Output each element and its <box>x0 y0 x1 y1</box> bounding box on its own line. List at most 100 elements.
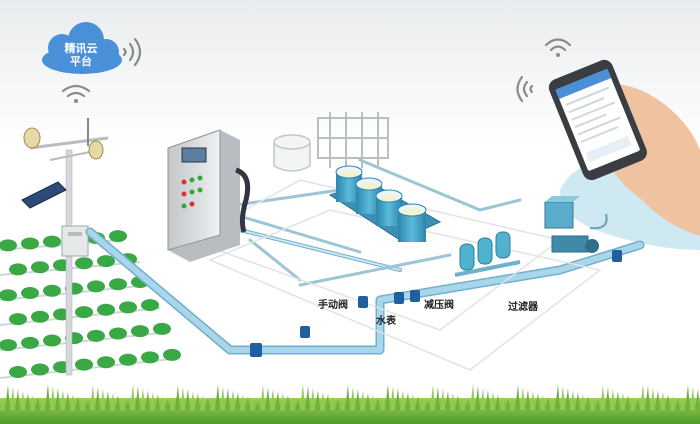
cloud-platform-label: 精讯云 平台 <box>42 42 120 68</box>
grass-blade <box>670 396 675 410</box>
grass-blade <box>50 386 55 410</box>
grass-blade <box>545 397 550 410</box>
grass-blade <box>540 395 545 410</box>
pressure-reducing-valve-label: 减压阀 <box>424 300 454 311</box>
grass-blade <box>380 399 385 410</box>
plant-icon <box>31 363 49 376</box>
grass-blade <box>660 392 665 410</box>
grass-blade <box>165 398 170 410</box>
plant-icon <box>21 336 39 349</box>
grass-blade <box>385 384 390 410</box>
grass-blade <box>40 399 45 410</box>
grass-blade <box>5 385 10 410</box>
grass-blade <box>250 398 255 410</box>
grass-blade <box>450 393 455 410</box>
cloud-platform-icon <box>42 22 122 74</box>
grass-blade <box>30 395 35 410</box>
plant-icon <box>43 334 61 347</box>
grass-blade <box>600 385 605 410</box>
plant-icon <box>153 322 171 335</box>
grass-blade <box>455 395 460 410</box>
grass-blade <box>75 396 80 410</box>
grass-blade <box>115 395 120 410</box>
grass-blade <box>565 388 570 410</box>
grass-blade <box>575 392 580 410</box>
grass-blade <box>555 384 560 410</box>
grass-blade <box>175 385 180 410</box>
plant-icon <box>9 366 27 378</box>
grass-blade <box>345 385 350 410</box>
grass-blade <box>360 391 365 410</box>
grass-blade <box>90 385 95 410</box>
plant-icon <box>43 235 61 248</box>
grass-blade <box>295 399 300 410</box>
wifi-icon <box>122 37 142 67</box>
grass-blade <box>205 397 210 410</box>
grass-blade <box>15 389 20 410</box>
grass-blade <box>615 391 620 410</box>
grass-blade <box>220 386 225 410</box>
grass-blade <box>655 390 660 410</box>
grass-blade <box>435 387 440 410</box>
grass-blade <box>95 387 100 410</box>
grass-blade <box>690 387 695 410</box>
grass-blade <box>110 393 115 410</box>
grass-blade <box>395 388 400 410</box>
grass-blade <box>285 395 290 410</box>
filter-label: 过滤器 <box>508 302 538 313</box>
grass-blade <box>525 389 530 410</box>
grass-blade <box>350 387 355 410</box>
grass-blade <box>245 396 250 410</box>
grass-blade <box>225 388 230 410</box>
plant-icon <box>97 356 115 369</box>
grass-blade <box>630 397 635 410</box>
plant-icon <box>163 348 181 361</box>
grass-blade <box>200 395 205 410</box>
mixing-tank-outline <box>273 134 311 172</box>
water-pump <box>544 196 608 253</box>
grass-blade <box>35 397 40 410</box>
grass-blade <box>160 396 165 410</box>
manual-valve-label: 手动阀 <box>318 300 348 311</box>
plant-icon <box>31 310 49 323</box>
grass-blade <box>100 389 105 410</box>
grass-blade <box>170 400 175 410</box>
plant-icon <box>0 239 17 252</box>
grass-blade <box>640 384 645 410</box>
grass-blade <box>505 398 510 410</box>
wifi-icon <box>544 38 572 57</box>
grass-blade <box>140 388 145 410</box>
grass-blade <box>260 385 265 410</box>
grass-blade <box>500 396 505 410</box>
grass-blade <box>240 394 245 410</box>
grass-blade <box>415 396 420 410</box>
grass-blade <box>535 393 540 410</box>
grass-blade <box>480 388 485 410</box>
plant-icon <box>21 237 39 250</box>
grass-blade <box>610 389 615 410</box>
grass-blade <box>605 387 610 410</box>
grass-blade <box>65 392 70 410</box>
grass-blade <box>665 394 670 410</box>
grass-blade <box>495 394 500 410</box>
grass-blade <box>190 391 195 410</box>
grass-blade <box>570 390 575 410</box>
grass-blade <box>510 400 515 410</box>
grass-blade <box>105 391 110 410</box>
grass-blade <box>275 391 280 410</box>
plant-icon <box>21 287 39 299</box>
grass-blade <box>685 385 690 410</box>
grass-blade <box>45 384 50 410</box>
plant-icon <box>87 329 105 342</box>
grass-blade <box>365 393 370 410</box>
grass-blade <box>355 389 360 410</box>
grass-blade <box>60 390 65 410</box>
grass-blade <box>595 400 600 410</box>
grass-blade <box>335 398 340 410</box>
plant-icon <box>119 301 137 314</box>
plant-icon <box>75 358 93 371</box>
grass-blade <box>20 391 25 410</box>
grass-blade <box>315 390 320 410</box>
grass-blade <box>10 387 15 410</box>
